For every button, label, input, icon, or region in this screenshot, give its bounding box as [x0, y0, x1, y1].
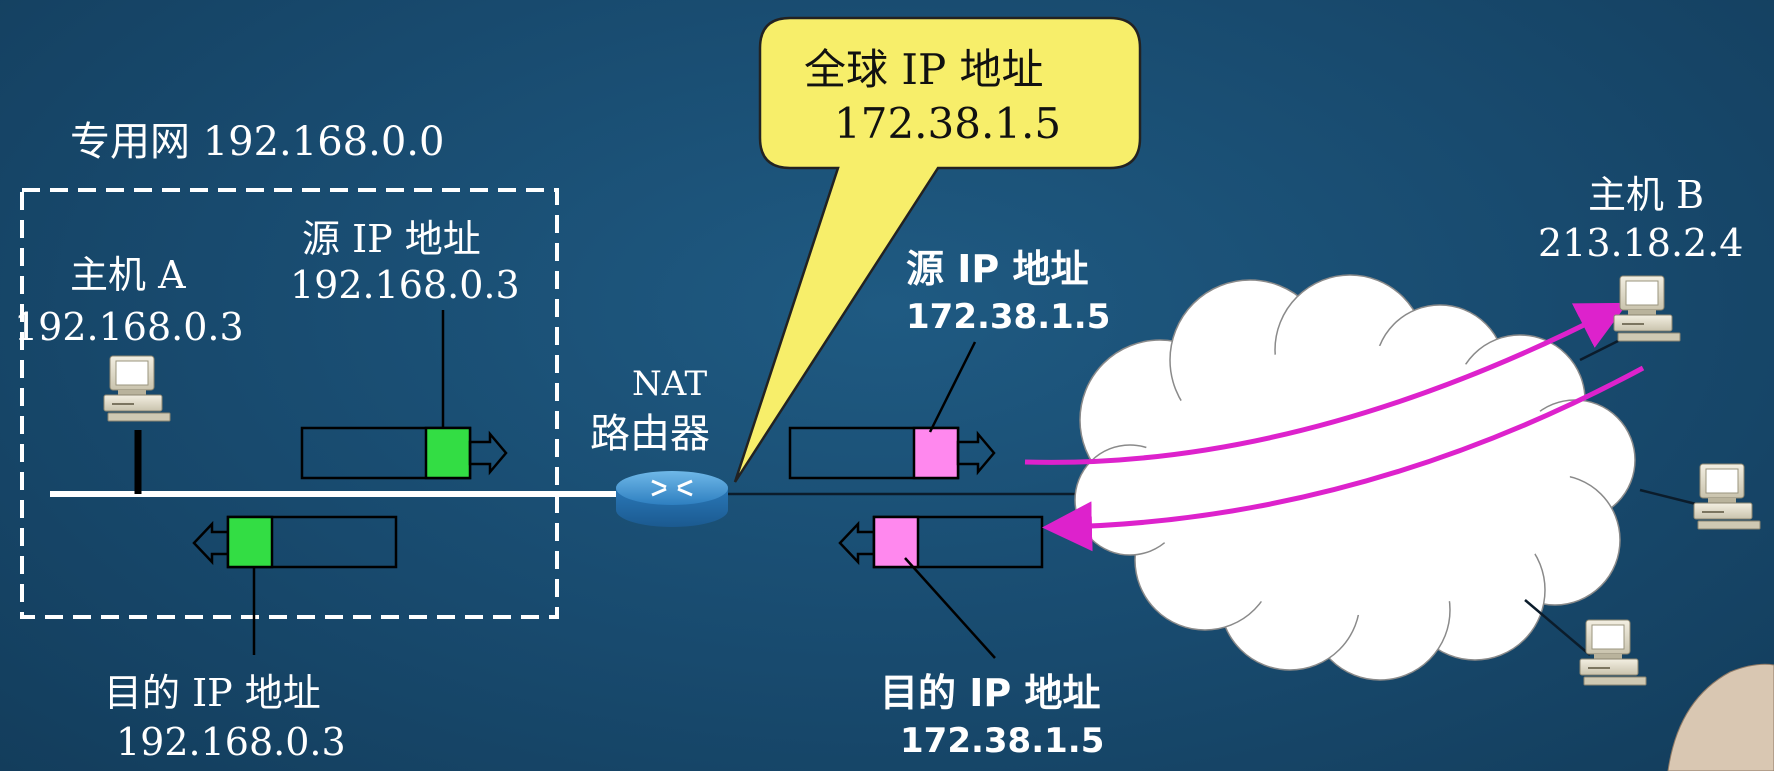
- outer-dst-ip: 172.38.1.5: [900, 721, 1104, 761]
- host-a-ip: 192.168.0.3: [14, 305, 244, 349]
- outer-src-title: 源 IP 地址: [906, 247, 1088, 291]
- host-b-name: 主机 B: [1588, 173, 1704, 217]
- inner-dst-title: 目的 IP 地址: [104, 671, 321, 715]
- router-label-name: 路由器: [590, 411, 710, 457]
- inbound-flow-arrow: [1042, 365, 1645, 552]
- internet-cloud: [1074, 274, 1636, 681]
- outer-inbound-arrow-icon: [838, 520, 876, 566]
- outer-src-ip: 172.38.1.5: [906, 297, 1110, 337]
- internet-host-computer-icon[interactable]: [1579, 619, 1647, 686]
- internet-host-computer-icon[interactable]: [1693, 463, 1761, 530]
- global-ip-callout: [733, 16, 1142, 483]
- host-a-computer-icon[interactable]: [103, 355, 171, 422]
- outer-outbound-packet: [788, 426, 996, 480]
- outer-outbound-arrow-icon: [956, 430, 996, 476]
- inner-src-marker: [424, 426, 472, 480]
- inner-outbound-arrow-icon: [468, 430, 508, 476]
- host-a-name: 主机 A: [70, 253, 186, 297]
- host-b-link: [1579, 338, 1621, 362]
- router-label-nat: NAT: [632, 364, 707, 404]
- outer-dst-title: 目的 IP 地址: [880, 671, 1100, 715]
- private-network-boundary: [20, 188, 559, 619]
- host-3-link: [1524, 599, 1591, 656]
- inner-src-ip: 192.168.0.3: [290, 263, 520, 307]
- host-b-computer-icon[interactable]: [1613, 275, 1681, 342]
- inner-dst-ip: 192.168.0.3: [116, 720, 346, 764]
- nat-router-icon[interactable]: [616, 471, 728, 527]
- inner-src-title: 源 IP 地址: [302, 217, 481, 261]
- presenter-shoulder: [1667, 663, 1774, 771]
- private-network-label: 专用网 192.168.0.0: [70, 119, 444, 165]
- host-b-ip: 213.18.2.4: [1538, 221, 1743, 265]
- host-2-link: [1639, 488, 1701, 507]
- outer-src-leader: [928, 341, 977, 433]
- inner-inbound-arrow-icon: [192, 520, 230, 566]
- outer-inbound-packet: [838, 515, 1044, 569]
- outer-dst-marker: [872, 515, 920, 569]
- outer-dst-leader: [904, 557, 996, 659]
- inner-dst-marker: [226, 515, 274, 569]
- outer-src-marker: [912, 426, 960, 480]
- inner-outbound-packet: [300, 426, 508, 480]
- callout-ip: 172.38.1.5: [834, 99, 1061, 148]
- outbound-flow-arrow: [1024, 302, 1628, 465]
- callout-title: 全球 IP 地址: [804, 45, 1044, 94]
- inner-inbound-packet: [192, 515, 398, 569]
